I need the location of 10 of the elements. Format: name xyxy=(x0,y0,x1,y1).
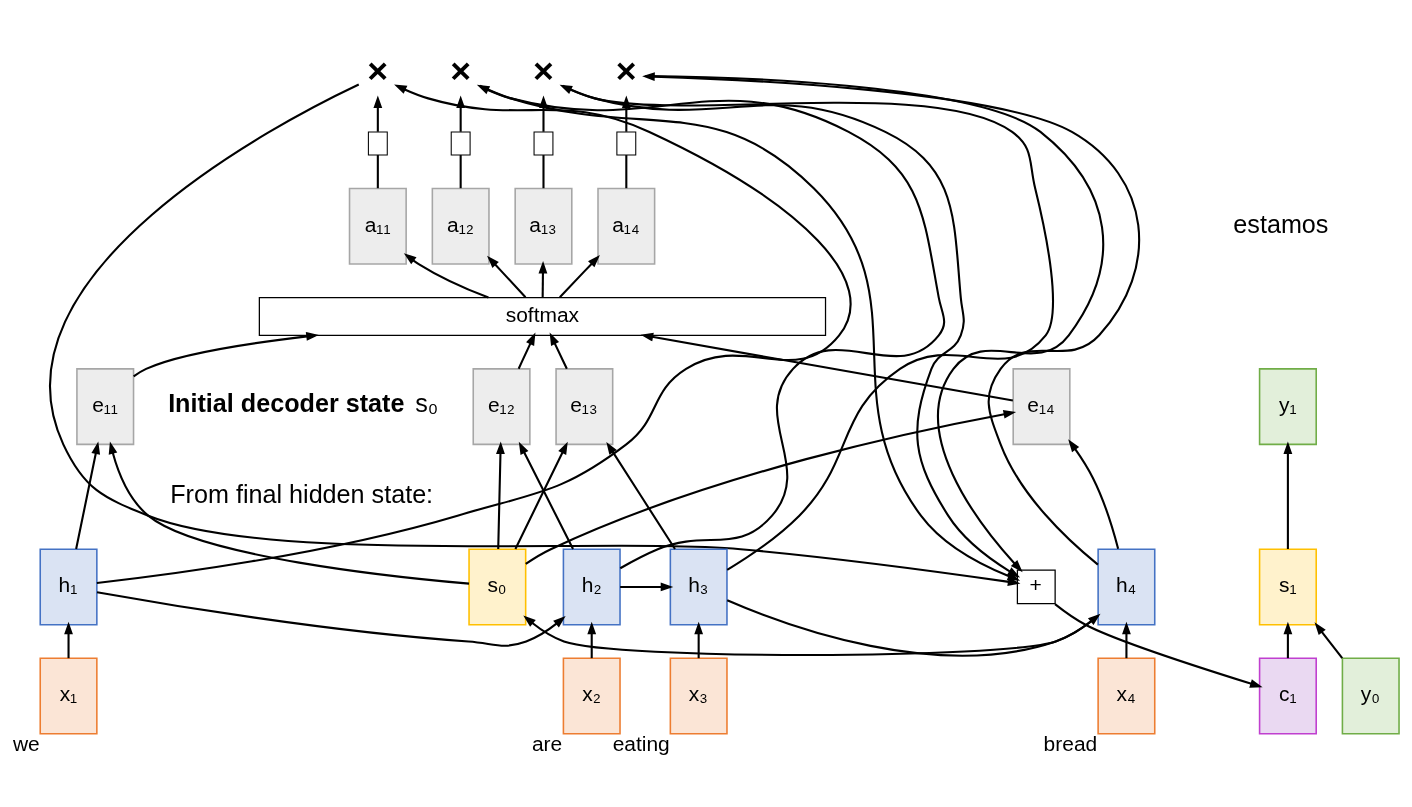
node-text: × xyxy=(367,50,389,91)
node-label: are xyxy=(531,731,563,755)
node-text: × xyxy=(450,50,471,91)
label: From final hidden state: xyxy=(170,479,434,508)
node-text: × xyxy=(533,50,554,91)
label: estamos xyxy=(1233,209,1329,238)
node-label: bread xyxy=(1043,731,1098,755)
label: Initial decoder state s₀ xyxy=(168,388,439,417)
node-label: we xyxy=(12,731,40,755)
node-text: × xyxy=(615,50,637,91)
